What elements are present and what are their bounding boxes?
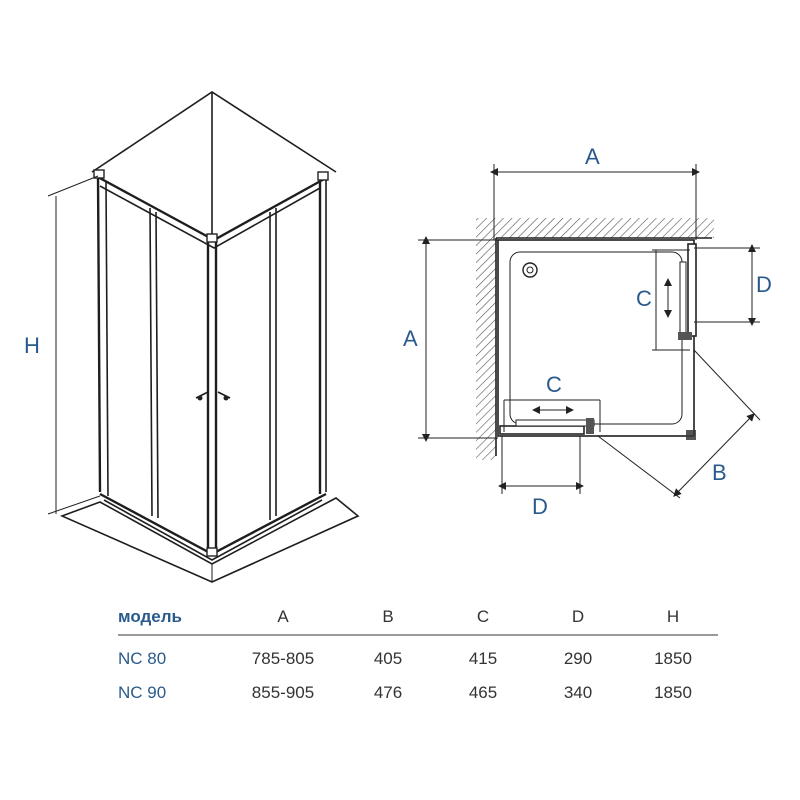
shower-tray-plan [497, 239, 695, 437]
col-header-B: B [338, 600, 438, 636]
shower-plan-view: A A C D C D B [403, 144, 772, 519]
shower-isometric: H [24, 91, 360, 583]
cell-model: NC 90 [118, 683, 167, 702]
col-header-C: C [438, 600, 528, 636]
label-D-right: D [756, 272, 772, 297]
door-handle-icon [195, 391, 231, 401]
cell-A: 855-905 [251, 683, 315, 702]
specification-table: модель A B C D H NC 80 785-805 405 415 2… [118, 600, 718, 712]
top-frame [95, 174, 327, 242]
wall-hatch-top [476, 218, 714, 238]
cell-D: 340 [563, 683, 593, 702]
label-C-right: C [636, 286, 652, 311]
cell-model: NC 80 [118, 649, 167, 668]
cell-A: 785-805 [251, 649, 315, 668]
table-row: NC 80 785-805 405 415 290 1850 [118, 635, 718, 674]
height-label: H [24, 333, 40, 358]
label-D-bottom: D [532, 494, 548, 519]
cell-C: 465 [468, 683, 498, 702]
cell-H: 1850 [654, 683, 692, 702]
shower-tray [59, 497, 360, 583]
table-row: NC 90 855-905 476 465 340 1850 [118, 674, 718, 712]
wall-hatch-left [476, 238, 496, 460]
label-C-bottom: C [546, 372, 562, 397]
cell-C: 415 [468, 649, 498, 668]
table-header-row: модель A B C D H [118, 600, 718, 636]
col-header-H: H [628, 600, 718, 636]
drain-icon [522, 262, 538, 278]
col-header-A: A [228, 600, 338, 636]
label-A-left: A [403, 326, 418, 351]
cell-D: 290 [563, 649, 593, 668]
cell-B: 405 [373, 649, 403, 668]
col-header-model: модель [118, 600, 228, 636]
cell-H: 1850 [654, 649, 692, 668]
label-B: B [712, 460, 727, 485]
col-header-D: D [528, 600, 628, 636]
cell-B: 476 [373, 683, 403, 702]
label-A-top: A [585, 144, 600, 169]
wall-top-edge [91, 91, 337, 173]
dimension-B-diagonal [673, 413, 755, 497]
